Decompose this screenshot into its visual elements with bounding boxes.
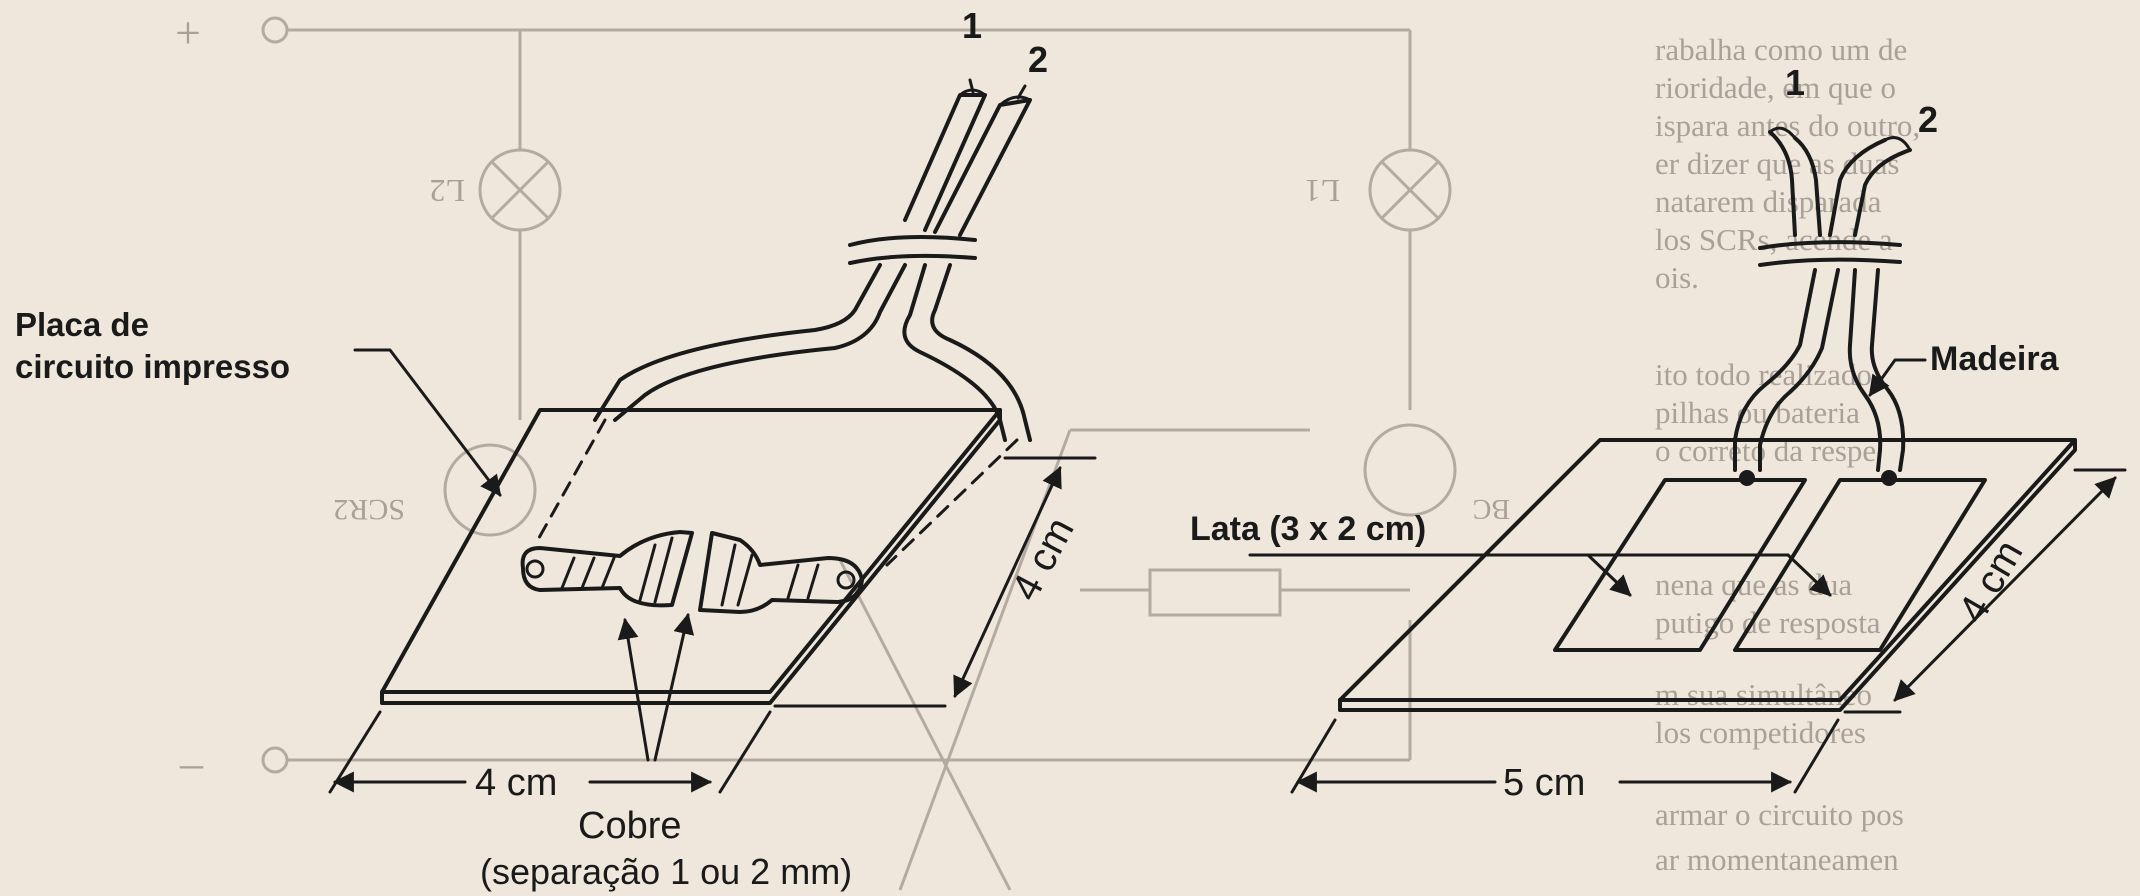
- left-height-label: 4 cm: [1003, 511, 1083, 608]
- wood-label-group: Madeira: [1868, 340, 2060, 397]
- bleed-text-line: ois.: [1655, 260, 1699, 295]
- bleed-text-line: los SCRs, acende a: [1655, 222, 1893, 257]
- right-width-dimension: 5 cm: [1290, 718, 1840, 804]
- left-width-dimension: 4 cm: [328, 710, 772, 804]
- bleed-text-line: rioridade, em que o: [1655, 70, 1896, 105]
- copper-note: (separação 1 ou 2 mm): [480, 851, 852, 892]
- wood-base: [1338, 438, 2077, 712]
- bleed-text-line: m sua simultâneo: [1655, 677, 1872, 712]
- pcb-label-line2: circuito impresso: [15, 348, 290, 385]
- right-height-label: 4 cm: [1950, 533, 2031, 630]
- pcb-label-line1: Placa de: [15, 306, 149, 343]
- right-wire-2-label: 2: [1918, 99, 1938, 140]
- left-height-dimension: 4 cm: [773, 456, 1097, 708]
- bleed-text-line: er dizer que as duas: [1655, 146, 1899, 181]
- plus-sign: +: [175, 7, 201, 58]
- scr2-label: SCR2: [333, 493, 405, 526]
- bleed-text-line: rabalha como um de: [1655, 32, 1907, 67]
- left-pcb-board: [380, 408, 1002, 705]
- l2-label: L2: [429, 173, 465, 209]
- pcb-label-arrow: [353, 348, 502, 497]
- right-height-dimension: 4 cm: [1843, 468, 2127, 714]
- bleed-through-schematic: + – L2 L1 SCR2 BC: [175, 7, 1510, 891]
- left-wire-2-label: 2: [1028, 39, 1048, 80]
- copper-electrodes: [520, 530, 864, 614]
- bleed-text-line: ar momentaneamen: [1655, 842, 1899, 877]
- tin-label: Lata (3 x 2 cm): [1190, 510, 1426, 548]
- bleed-text-line: putigo de resposta: [1655, 605, 1881, 640]
- minus-sign: –: [179, 737, 204, 788]
- bleed-text-line: los competidores: [1655, 715, 1866, 750]
- left-wire-pair-bottom: [533, 263, 1032, 567]
- copper-label: Cobre: [578, 805, 682, 847]
- tin-label-group: Lata (3 x 2 cm): [1190, 510, 1832, 597]
- bleed-text-line: pilhas ou bateria: [1655, 395, 1860, 430]
- wood-label: Madeira: [1930, 340, 2060, 378]
- left-wire-pair-top: [848, 78, 1032, 265]
- l1-label: L1: [1304, 173, 1340, 209]
- copper-label-group: Cobre (separação 1 ou 2 mm): [480, 612, 852, 892]
- right-width-label: 5 cm: [1503, 762, 1585, 804]
- bleed-text-line: natarem disparada: [1655, 184, 1882, 219]
- left-sensor: Placa de circuito impresso 1 2 4 cm 4 cm…: [15, 5, 1097, 892]
- bleed-text-line: armar o circuito pos: [1655, 797, 1904, 832]
- bleed-text-line: ispara antes do outro,: [1655, 108, 1920, 143]
- left-width-label: 4 cm: [475, 762, 557, 804]
- left-wire-1-label: 1: [962, 5, 982, 46]
- bc-label: BC: [1473, 493, 1510, 524]
- tin-plate-left: [1553, 478, 1807, 652]
- right-wire-1-label: 1: [1785, 62, 1805, 103]
- bleed-text-line: nena que as dua: [1655, 567, 1852, 602]
